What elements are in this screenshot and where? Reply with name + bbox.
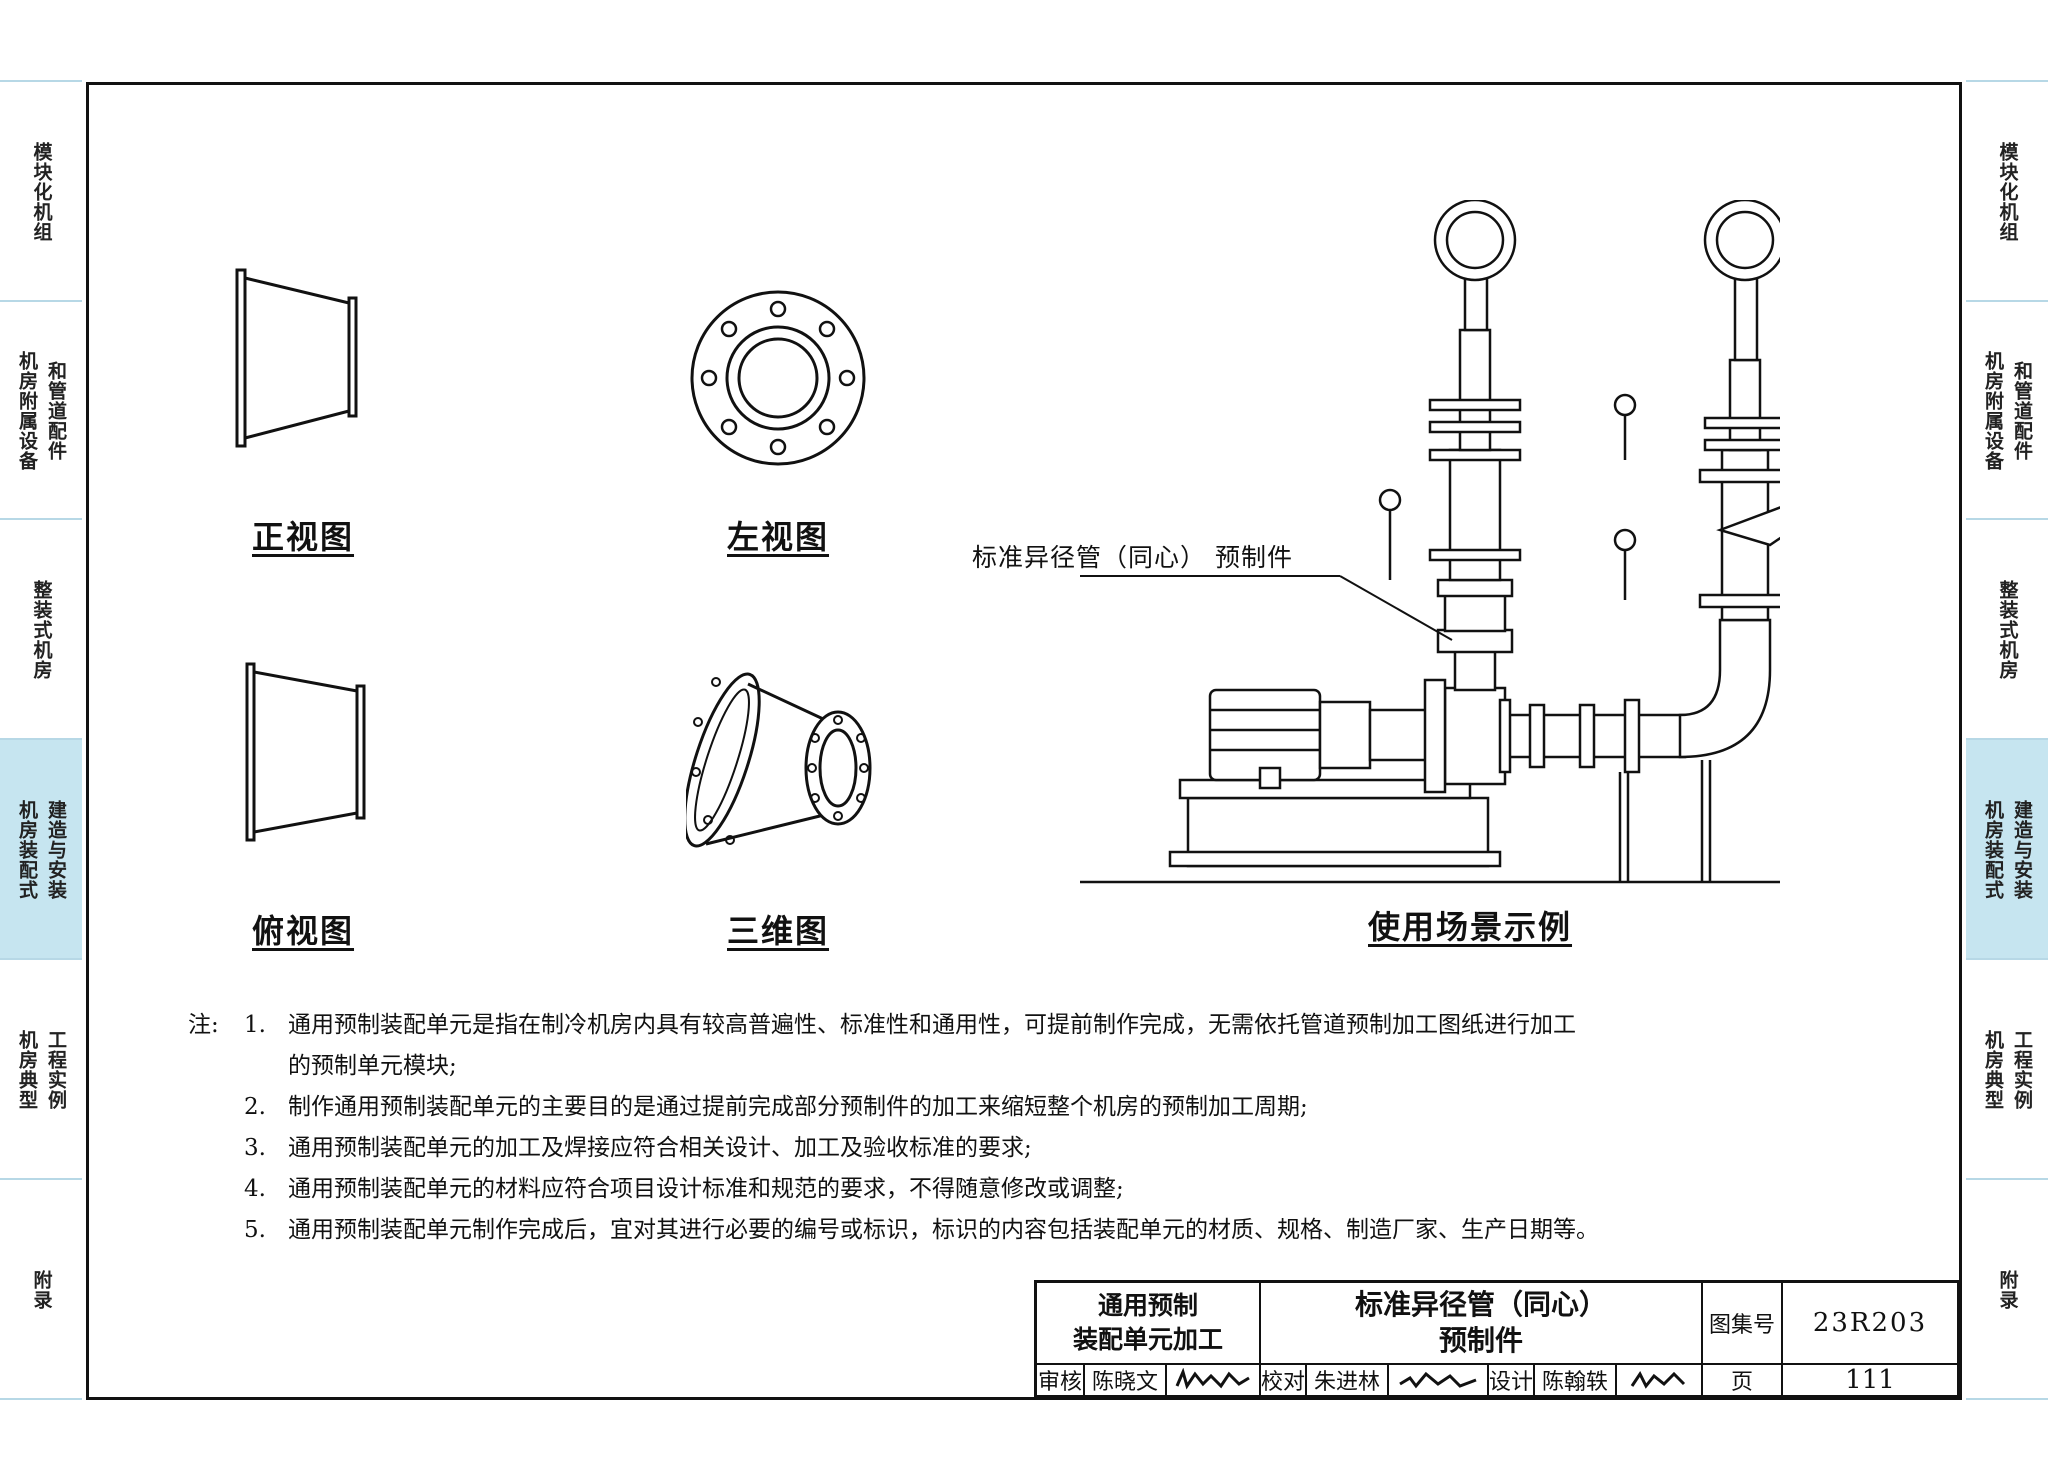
note-number: 3. bbox=[244, 1135, 266, 1161]
title-block: 通用预制 装配单元加工 标准异径管（同心） 预制件 图集号 23R203 审核 … bbox=[1034, 1280, 1960, 1398]
side-tab-label: 建造与安装 bbox=[45, 800, 67, 900]
side-tab-label: 机房附属设备 bbox=[1982, 351, 2004, 471]
side-tab-packaged-room[interactable]: 整装式机房 bbox=[0, 518, 82, 740]
top-view-drawing bbox=[245, 662, 366, 842]
drawing-title-cell: 标准异径管（同心） 预制件 bbox=[1259, 1283, 1701, 1363]
three-d-view-drawing bbox=[686, 672, 872, 848]
side-tab-packaged-room[interactable]: 整装式机房 bbox=[1966, 518, 2048, 740]
drawing-title-line2: 预制件 bbox=[1438, 1324, 1523, 1357]
atlas-number: 23R203 bbox=[1781, 1283, 1957, 1363]
side-tab-label: 和管道配件 bbox=[2011, 361, 2033, 461]
note-item: 5. 通用预制装配单元制作完成后，宜对其进行必要的编号或标识，标识的内容包括装配… bbox=[188, 1210, 1908, 1251]
note-text: 通用预制装配单元的材料应符合项目设计标准和规范的要求，不得随意修改或调整; bbox=[288, 1176, 1124, 1202]
figure-label-top: 俯视图 bbox=[252, 912, 355, 950]
note-text: 通用预制装配单元的加工及焊接应符合相关设计、加工及验收标准的要求; bbox=[288, 1135, 1032, 1161]
note-number: 5. bbox=[244, 1217, 266, 1243]
side-tab-label: 整装式机房 bbox=[1996, 580, 2019, 680]
signature-icon bbox=[1399, 1371, 1477, 1389]
note-item: 3. 通用预制装配单元的加工及焊接应符合相关设计、加工及验收标准的要求; bbox=[188, 1128, 1908, 1169]
side-tab-label: 建造与安装 bbox=[2011, 800, 2033, 900]
signature-icon bbox=[1630, 1371, 1686, 1389]
note-item: 2. 制作通用预制装配单元的主要目的是通过提前完成部分预制件的加工来缩短整个机房… bbox=[188, 1087, 1908, 1128]
left-view-drawing bbox=[690, 290, 866, 466]
side-tab-label: 和管道配件 bbox=[45, 361, 67, 461]
figure-label-scene: 使用场景示例 bbox=[1368, 908, 1573, 946]
atlas-label: 图集号 bbox=[1701, 1283, 1781, 1363]
side-tab-case-studies[interactable]: 机房典型 工程实例 bbox=[1966, 958, 2048, 1180]
side-tab-label: 机房典型 bbox=[1982, 1030, 2004, 1110]
page-label: 页 bbox=[1701, 1363, 1781, 1397]
left-side-tabs: 模块化机组 机房附属设备 和管道配件 整装式机房 机房装配式 建造与安装 机房典… bbox=[0, 80, 82, 1400]
side-tab-label: 工程实例 bbox=[2011, 1030, 2033, 1110]
category-line1: 通用预制 bbox=[1097, 1291, 1198, 1320]
checker-name: 朱进林 bbox=[1305, 1363, 1387, 1397]
side-tab-label: 机房装配式 bbox=[16, 800, 38, 900]
review-label: 审核 bbox=[1037, 1370, 1082, 1395]
design-label: 设计 bbox=[1487, 1363, 1533, 1397]
reviewer-name: 陈晓文 bbox=[1083, 1363, 1165, 1397]
note-text: 通用预制装配单元制作完成后，宜对其进行必要的编号或标识，标识的内容包括装配单元的… bbox=[288, 1217, 1599, 1243]
note-item: 4. 通用预制装配单元的材料应符合项目设计标准和规范的要求，不得随意修改或调整; bbox=[188, 1169, 1908, 1210]
side-tab-case-studies[interactable]: 机房典型 工程实例 bbox=[0, 958, 82, 1180]
designer-signature bbox=[1615, 1363, 1701, 1397]
side-tab-prefab-construction[interactable]: 机房装配式 建造与安装 bbox=[1966, 738, 2048, 960]
front-view-drawing bbox=[235, 268, 358, 448]
side-tab-modular-units[interactable]: 模块化机组 bbox=[0, 80, 82, 302]
side-tab-label: 机房典型 bbox=[16, 1030, 38, 1110]
side-tab-label: 工程实例 bbox=[45, 1030, 67, 1110]
notes-prefix: 注: bbox=[188, 1012, 219, 1038]
checker-signature bbox=[1387, 1363, 1487, 1397]
reviewer-signature bbox=[1165, 1363, 1259, 1397]
side-tab-label: 模块化机组 bbox=[30, 142, 53, 242]
callout-label: 标准异径管（同心） 预制件 bbox=[972, 543, 1293, 572]
drawing-title-line1: 标准异径管（同心） bbox=[1354, 1288, 1607, 1321]
right-side-tabs: 模块化机组 机房附属设备 和管道配件 整装式机房 机房装配式 建造与安装 机房典… bbox=[1966, 80, 2048, 1400]
side-tab-label: 机房附属设备 bbox=[16, 351, 38, 471]
figure-label-front: 正视图 bbox=[252, 518, 355, 556]
drawing-frame bbox=[86, 82, 1962, 1400]
notes-section: 注: 1. 通用预制装配单元是指在制冷机房内具有较高普遍性、标准性和通用性，可提… bbox=[188, 1005, 1908, 1251]
note-text: 制作通用预制装配单元的主要目的是通过提前完成部分预制件的加工来缩短整个机房的预制… bbox=[288, 1094, 1308, 1120]
tab-divider bbox=[0, 1398, 82, 1400]
check-label: 校对 bbox=[1259, 1363, 1305, 1397]
side-tab-appendix[interactable]: 附录 bbox=[0, 1178, 82, 1400]
side-tab-label: 机房装配式 bbox=[1982, 800, 2004, 900]
category-line2: 装配单元加工 bbox=[1072, 1325, 1223, 1354]
note-item-continued: 的预制单元模块; bbox=[188, 1046, 1908, 1087]
figure-label-3d: 三维图 bbox=[727, 912, 830, 950]
figure-label-left: 左视图 bbox=[727, 518, 830, 556]
note-item: 注: 1. 通用预制装配单元是指在制冷机房内具有较高普遍性、标准性和通用性，可提… bbox=[188, 1005, 1908, 1046]
side-tab-label: 附录 bbox=[1996, 1270, 2019, 1310]
usage-scene-drawing bbox=[1080, 200, 1780, 884]
side-tab-label: 附录 bbox=[30, 1270, 53, 1310]
side-tab-modular-units[interactable]: 模块化机组 bbox=[1966, 80, 2048, 302]
side-tab-label: 整装式机房 bbox=[30, 580, 53, 680]
note-text: 的预制单元模块; bbox=[288, 1053, 457, 1079]
designer-name: 陈翰轶 bbox=[1533, 1363, 1615, 1397]
note-number: 1. bbox=[244, 1012, 266, 1038]
side-tab-label: 模块化机组 bbox=[1996, 142, 2019, 242]
note-number: 2. bbox=[244, 1094, 266, 1120]
side-tab-prefab-construction[interactable]: 机房装配式 建造与安装 bbox=[0, 738, 82, 960]
signature-icon bbox=[1175, 1368, 1250, 1390]
side-tab-accessories[interactable]: 机房附属设备 和管道配件 bbox=[0, 300, 82, 520]
note-text: 通用预制装配单元是指在制冷机房内具有较高普遍性、标准性和通用性，可提前制作完成，… bbox=[288, 1012, 1576, 1038]
note-number: 4. bbox=[244, 1176, 266, 1202]
side-tab-accessories[interactable]: 机房附属设备 和管道配件 bbox=[1966, 300, 2048, 520]
tab-divider bbox=[1966, 1398, 2048, 1400]
category-cell: 通用预制 装配单元加工 bbox=[1037, 1283, 1259, 1363]
page-number: 111 bbox=[1781, 1363, 1957, 1397]
side-tab-appendix[interactable]: 附录 bbox=[1966, 1178, 2048, 1400]
